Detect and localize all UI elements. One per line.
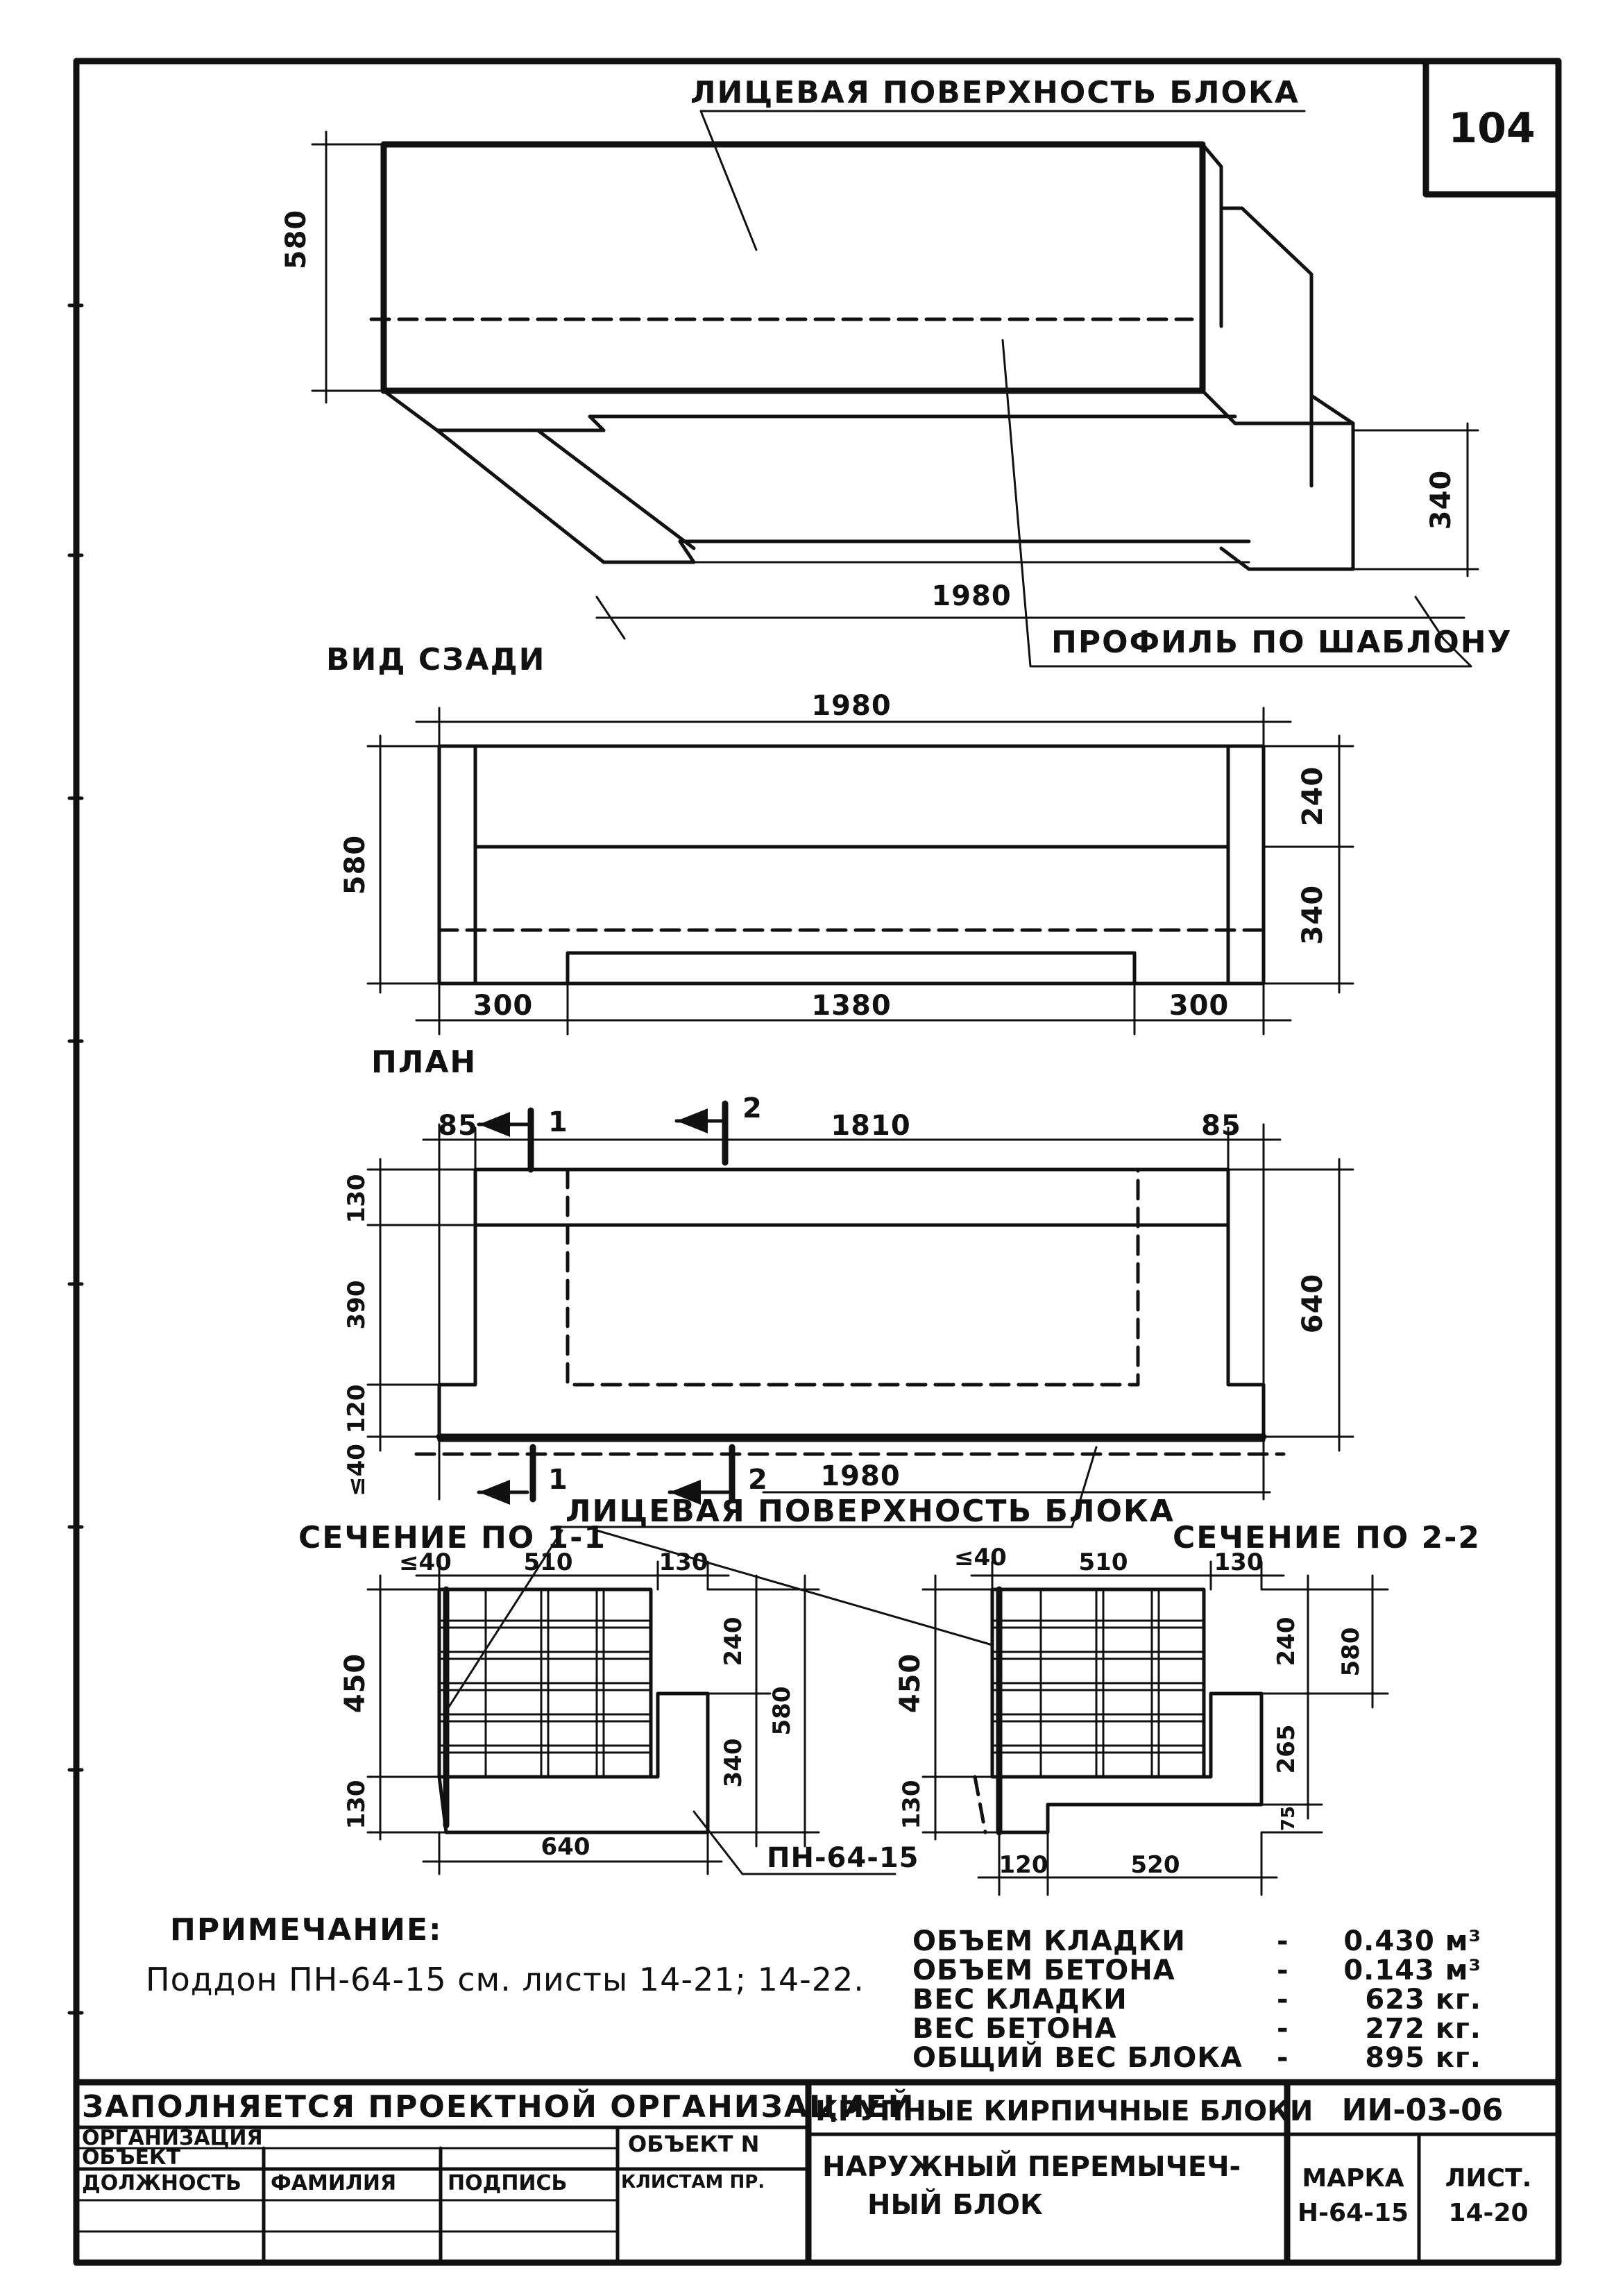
- spec-label-3: ВЕС БЕТОНА: [912, 2013, 1117, 2045]
- section2-dim-130: 130: [1214, 1548, 1264, 1576]
- tb-sheets-no: КЛИСТАМ ПР.: [621, 2172, 765, 2193]
- spec-value-2: 623 кг.: [1365, 1984, 1481, 2016]
- plan-cut1-bottom: 1: [548, 1464, 568, 1496]
- section1-title: СЕЧЕНИЕ ПО 1-1: [298, 1520, 606, 1555]
- plan-dim-left: 85: [438, 1110, 478, 1142]
- section1-dim-340: 340: [720, 1739, 747, 1788]
- title-block: ЗАПОЛНЯЕТСЯ ПРОЕКТНОЙ ОРГАНИЗАЦИЕЙ ОРГАН…: [73, 2079, 1562, 2266]
- spec-label-1: ОБЪЕМ БЕТОНА: [912, 1955, 1175, 1986]
- rear-dim-top: 240: [1297, 766, 1329, 827]
- spec-value-3: 272 кг.: [1365, 2013, 1481, 2045]
- section2-dim-240: 240: [1273, 1617, 1300, 1666]
- plan-cut2-top: 2: [742, 1092, 763, 1124]
- section-1-1: СЕЧЕНИЕ ПО 1-1 ≤40 510: [298, 1520, 994, 1875]
- sheet-number-box: 104: [1422, 58, 1562, 198]
- section1-dim-130v: 130: [343, 1780, 371, 1830]
- tb-product-line2: НЫЙ БЛОК: [867, 2188, 1043, 2221]
- section1-dim-640: 640: [541, 1833, 590, 1861]
- tb-organization: ОРГАНИЗАЦИЯ: [82, 2126, 263, 2150]
- rear-dim-height: 580: [339, 835, 371, 895]
- section-2-2: СЕЧЕНИЕ ПО 2-2 ≤40 510: [894, 1520, 1481, 1896]
- spec-dash-1: -: [1277, 1955, 1289, 1986]
- section2-dim-40: ≤40: [954, 1544, 1007, 1571]
- rear-view-title: ВИД СЗАДИ: [326, 642, 545, 677]
- rear-dim-left: 300: [473, 990, 534, 1022]
- tb-product-line1: НАРУЖНЫЙ ПЕРЕМЫЧЕЧ-: [822, 2150, 1241, 2183]
- tb-surname: ФАМИЛИЯ: [271, 2171, 396, 2195]
- tb-sheet-value: 14-20: [1448, 2199, 1528, 2227]
- section2-dim-265: 265: [1273, 1725, 1300, 1774]
- section1-brick-grid: [438, 1588, 652, 1778]
- plan-dim-mid: 1810: [831, 1110, 910, 1142]
- rear-dim-right: 300: [1169, 990, 1230, 1022]
- spec-table: ОБЪЕМ КЛАДКИ - 0.430 м³ ОБЪЕМ БЕТОНА - 0…: [912, 1925, 1481, 2074]
- section2-dim-520: 520: [1131, 1851, 1180, 1879]
- note-text: Поддон ПН-64-15 см. листы 14-21; 14-22.: [146, 1961, 865, 1998]
- plan-dim-40: ≤40: [343, 1444, 371, 1496]
- rear-dim-mid: 1380: [811, 990, 891, 1022]
- tb-filled-by: ЗАПОЛНЯЕТСЯ ПРОЕКТНОЙ ОРГАНИЗАЦИЕЙ: [82, 2088, 915, 2125]
- section1-dim-130: 130: [659, 1548, 708, 1576]
- section2-dim-580: 580: [1337, 1628, 1365, 1677]
- tb-signature: ПОДПИСЬ: [448, 2171, 567, 2195]
- spec-value-4: 895 кг.: [1365, 2042, 1481, 2074]
- section1-pallet-label: ПН-64-15: [767, 1842, 919, 1874]
- tb-position: ДОЛЖНОСТЬ: [82, 2171, 241, 2195]
- tb-object-no: ОБЪЕКТ N: [628, 2131, 759, 2157]
- plan-dim-depth: 640: [1297, 1274, 1329, 1334]
- plan-dim-total: 1980: [820, 1460, 900, 1492]
- tb-series-code: ИИ-03-06: [1342, 2093, 1504, 2128]
- iso-dim-length: 1980: [931, 580, 1011, 612]
- section2-brick-grid: [991, 1588, 1205, 1778]
- plan-dim-130: 130: [343, 1174, 371, 1224]
- spec-label-4: ОБЩИЙ ВЕС БЛОКА: [912, 2041, 1243, 2074]
- iso-dim-depth: 340: [1425, 470, 1457, 530]
- spec-dash-3: -: [1277, 2013, 1289, 2045]
- rear-view: ВИД СЗАДИ 1980 580 240 340 300 1380 300: [326, 642, 1354, 1036]
- rear-dim-bottom: 340: [1297, 885, 1329, 945]
- rear-dim-length: 1980: [811, 690, 891, 722]
- spec-value-1: 0.143 м³: [1343, 1955, 1481, 1986]
- plan-dim-390: 390: [343, 1281, 371, 1330]
- section2-dim-130v: 130: [898, 1780, 926, 1830]
- section1-dim-240: 240: [720, 1617, 747, 1666]
- spec-label-2: ВЕС КЛАДКИ: [912, 1984, 1128, 2016]
- spec-dash-4: -: [1277, 2042, 1289, 2074]
- sheet-number: 104: [1448, 104, 1535, 153]
- tb-object: ОБЪЕКТ: [82, 2145, 181, 2170]
- plan-view: ПЛАН 85 1810 85 1 2 1 2 1980: [343, 1045, 1354, 1529]
- section2-dim-75: 75: [1278, 1806, 1299, 1831]
- spec-dash-2: -: [1277, 1984, 1289, 2016]
- iso-profile-label: ПРОФИЛЬ ПО ШАБЛОНУ: [1051, 625, 1513, 660]
- plan-title: ПЛАН: [371, 1045, 477, 1080]
- tb-series-title: КРУПНЫЕ КИРПИЧНЫЕ БЛОКИ: [815, 2095, 1313, 2127]
- note-title: ПРИМЕЧАНИЕ:: [170, 1912, 443, 1948]
- iso-face-label: ЛИЦЕВАЯ ПОВЕРХНОСТЬ БЛОКА: [690, 75, 1300, 110]
- spec-label-0: ОБЪЕМ КЛАДКИ: [912, 1925, 1186, 1957]
- section2-dim-450: 450: [894, 1653, 926, 1714]
- sheet-frame: [67, 58, 1562, 2266]
- tb-mark-value: Н-64-15: [1298, 2199, 1409, 2227]
- section1-dim-40: ≤40: [399, 1548, 452, 1576]
- note-block: ПРИМЕЧАНИЕ: Поддон ПН-64-15 см. листы 14…: [146, 1912, 865, 1998]
- section2-dim-510: 510: [1079, 1548, 1128, 1576]
- section2-dim-120: 120: [999, 1851, 1048, 1879]
- spec-dash-0: -: [1277, 1925, 1289, 1957]
- plan-cut1-top: 1: [548, 1106, 568, 1138]
- spec-value-0: 0.430 м³: [1343, 1925, 1481, 1957]
- plan-face-label: ЛИЦЕВАЯ ПОВЕРХНОСТЬ БЛОКА: [566, 1494, 1175, 1529]
- section1-dim-580: 580: [768, 1687, 796, 1736]
- plan-dim-right: 85: [1201, 1110, 1241, 1142]
- isometric-view: 580 340 1980 ЛИЦЕВАЯ ПОВЕРХНОСТЬ БЛОКА П…: [280, 75, 1513, 668]
- plan-cut2-bottom: 2: [748, 1464, 768, 1496]
- plan-dim-120: 120: [343, 1385, 371, 1434]
- tb-mark-label: МАРКА: [1302, 2164, 1404, 2193]
- section2-title: СЕЧЕНИЕ ПО 2-2: [1173, 1520, 1481, 1555]
- tb-sheet-label: ЛИСТ.: [1445, 2164, 1532, 2193]
- section1-dim-450: 450: [339, 1653, 371, 1714]
- iso-dim-height: 580: [280, 210, 312, 270]
